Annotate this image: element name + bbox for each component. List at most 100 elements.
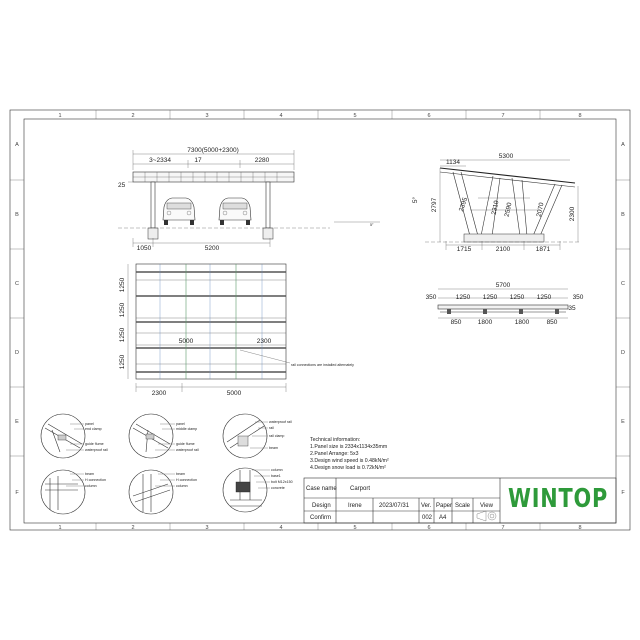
rail-view: 5700 350 1250 1250 1250 1250 350 35 850 …	[426, 282, 584, 326]
detail-label: end clamp	[85, 427, 102, 431]
scale-label: Scale	[455, 503, 471, 509]
plan-mid-dim: 2300	[257, 338, 272, 345]
rail-top-dim: 1250	[456, 294, 471, 301]
title-block: Case name Carport Design Irene 2023/07/3…	[303, 477, 617, 524]
grid-row-label: C	[621, 281, 625, 287]
car-icon	[218, 197, 252, 225]
technical-info-line: 2.Panel Arrange: 5x3	[310, 451, 359, 457]
version-value: 002	[422, 515, 433, 521]
ver-label: Ver.	[421, 503, 432, 509]
front-top-dim: 17	[194, 157, 202, 164]
technical-info-title: Technical information:	[310, 437, 360, 443]
detail-label: waterproof rail	[176, 448, 199, 452]
detail-label: rail clamp	[269, 434, 284, 438]
designer-value: Irene	[348, 503, 362, 509]
grid-row-label: D	[15, 350, 19, 356]
front-footing	[147, 227, 159, 240]
grid-row-label: B	[621, 212, 625, 218]
grid-row-label: A	[15, 142, 19, 148]
side-roof-beam	[439, 167, 576, 184]
grid-col-label: 3	[205, 525, 208, 531]
side-brace-label: 2590	[504, 202, 514, 218]
grid-col-label: 7	[501, 113, 504, 119]
detail-4: beam H connection column	[40, 469, 106, 515]
plan-left-dim: 1250	[119, 302, 126, 317]
detail-label: column	[176, 484, 188, 488]
grid-row-label: A	[621, 142, 625, 148]
detail-1: panel end clamp guide flume waterproof r…	[40, 413, 108, 459]
plan-bottom-dim: 5000	[227, 390, 242, 397]
case-name-label: Case name	[306, 486, 337, 492]
grid-col-label: 5	[353, 525, 356, 531]
side-bottom-dim: 1715	[457, 246, 472, 253]
detail-label: rail	[269, 426, 274, 430]
rail-top-dim: 350	[426, 294, 437, 301]
detail-label: waterproof rail	[269, 420, 292, 424]
detail-label: beam	[85, 472, 94, 476]
plan-bottom-dim: 2300	[152, 390, 167, 397]
grid-col-label: 6	[427, 525, 430, 531]
detail-label: guide flume	[85, 442, 104, 446]
rail-top-dim: 1250	[537, 294, 552, 301]
side-top-dim: 1134	[446, 159, 460, 166]
grid-col-label: 4	[279, 525, 282, 531]
grid-col-label: 4	[279, 113, 282, 119]
grid-col-label: 7	[501, 525, 504, 531]
side-bottom-dim: 2100	[496, 246, 511, 253]
rail-right-dim: 35	[568, 305, 576, 312]
technical-info-line: 3.Design wind speed is 0.48kN/m²	[310, 458, 389, 464]
detail-label: beam	[176, 472, 185, 476]
date-value: 2023/07/31	[379, 503, 410, 509]
detail-5: beam H connection column	[128, 469, 197, 515]
grid-column-labels: 1 2 3 4 5 6 7 8 1 2 3 4 5 6 7 8	[58, 113, 581, 531]
front-angle: 5°	[370, 223, 374, 227]
detail-2: panel middle clamp guide flume waterproo…	[128, 413, 199, 459]
technical-info-line: 4.Design snow load is 0.72kN/m²	[310, 465, 386, 471]
technical-info-line: 1.Panel size is 2334x1134x35mm	[310, 444, 387, 450]
side-height-dim: 2797	[431, 197, 438, 212]
detail-label: guide flume	[176, 442, 195, 446]
grid-col-label: 6	[427, 113, 430, 119]
design-label: Design	[312, 503, 331, 509]
grid-col-label: 3	[205, 113, 208, 119]
rail-top-dim: 1250	[483, 294, 498, 301]
logo-text: WINTOP	[508, 484, 608, 514]
rail-beam	[437, 304, 569, 310]
side-height-dim: 2300	[569, 206, 576, 221]
car-icon	[162, 197, 196, 225]
plan-mid-dim: 5000	[179, 338, 194, 345]
paper-label: Paper	[436, 503, 452, 509]
rail-bottom-dim: 1800	[515, 319, 530, 326]
detail-label: panel	[85, 422, 94, 426]
detail-label: bolt M12x150	[271, 480, 293, 484]
detail-label: panel	[176, 422, 185, 426]
front-top-dim: 2280	[255, 157, 270, 164]
case-name-value: Carport	[350, 486, 370, 492]
grid-row-label: B	[15, 212, 19, 218]
grid-col-label: 2	[131, 113, 134, 119]
plan-left-dim: 1250	[119, 354, 126, 369]
detail-3: waterproof rail rail rail clamp beam	[222, 413, 292, 459]
plan-view: 1250 1250 1250 1250 5000 2300 rail conne…	[119, 263, 354, 397]
detail-label: middle clamp	[176, 427, 197, 431]
side-brace-label: 2395	[458, 196, 469, 212]
front-column	[150, 181, 156, 229]
view-label: View	[480, 503, 494, 509]
side-view: 5300 1134 2797 5° 2300 2395 231	[411, 153, 580, 253]
grid-row-label: F	[621, 490, 625, 496]
rail-overall-dim: 5700	[496, 282, 511, 289]
grid-row-labels: A B C D E F A B C D E F	[15, 142, 625, 496]
detail-6: column base1 bolt M12x150 concrete	[222, 467, 293, 513]
detail-label: concrete	[271, 486, 285, 490]
grid-ticks	[10, 110, 630, 530]
front-footing	[262, 227, 274, 240]
plan-left-dim: 1250	[119, 327, 126, 342]
grid-col-label: 1	[58, 525, 61, 531]
side-top-dim: 5300	[499, 153, 514, 160]
grid-col-label: 1	[58, 113, 61, 119]
rail-bottom-dim: 850	[451, 319, 462, 326]
rail-top-dim: 1250	[510, 294, 525, 301]
side-bottom-dim: 1871	[536, 246, 551, 253]
detail-label: column	[85, 484, 97, 488]
